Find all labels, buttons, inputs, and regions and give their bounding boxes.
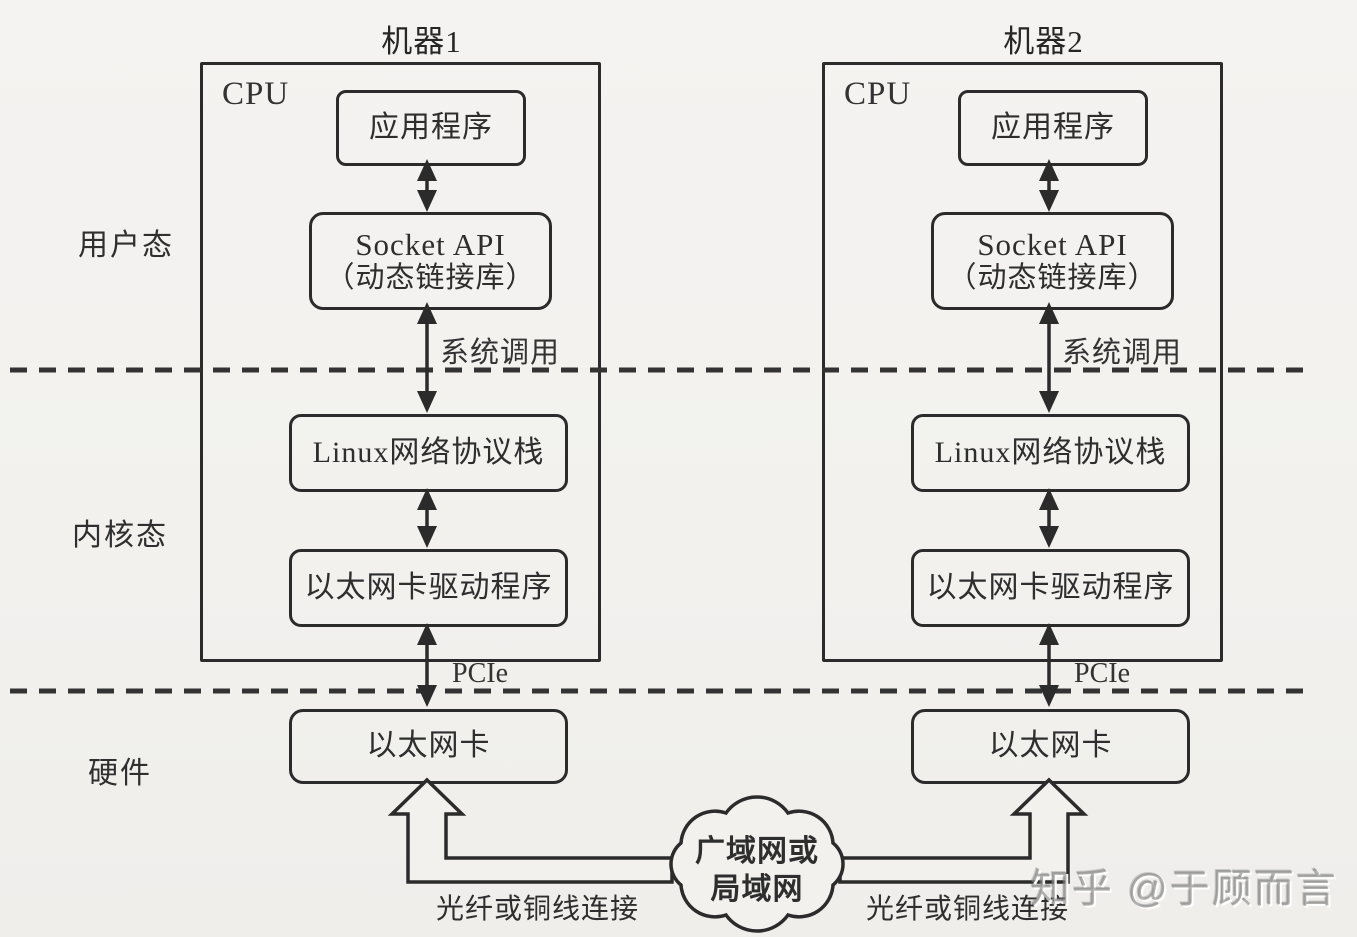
machine-2-arrow-stack-driver	[1039, 488, 1059, 548]
machine-1-syscall-label: 系统调用	[440, 337, 561, 369]
machine-2-title: 机器2	[1003, 24, 1084, 59]
machine-1-arrow-pcie	[417, 623, 437, 707]
machine-2-arrow-syscall	[1039, 302, 1059, 413]
label-kernel-mode: 内核态	[72, 519, 168, 552]
machine-1-nic-label: 以太网卡	[366, 729, 491, 763]
machine-2-link-label: 光纤或铜线连接	[866, 894, 1070, 925]
machine-1-app-label: 应用程序	[369, 110, 493, 144]
cloud-label-line1: 广域网或	[695, 835, 819, 868]
machine-1-protocol-stack-box: Linux网络协议栈	[289, 414, 568, 492]
cloud-label-line2: 局域网	[710, 873, 804, 906]
machine-2-nic-label: 以太网卡	[988, 729, 1113, 763]
machine-2-app-box: 应用程序	[958, 90, 1148, 166]
machine-2-cpu-box	[822, 62, 1223, 662]
machine-1-network-link-arrow	[387, 777, 674, 884]
label-user-mode: 用户态	[78, 229, 174, 262]
watermark: 知乎 @于顾而言	[1030, 867, 1338, 911]
machine-2-pcie-label: PCIe	[1074, 658, 1130, 689]
machine-1-cpu-label: CPU	[222, 76, 290, 112]
machine-2-protocol-stack-box: Linux网络协议栈	[911, 414, 1190, 492]
machine-1-socket-api-box: Socket API （动态链接库）	[309, 212, 552, 310]
machine-1-socket-api-line1: Socket API	[355, 226, 506, 262]
machine-1-pcie-label: PCIe	[452, 658, 508, 689]
cloud-label: 广域网或 局域网	[657, 833, 857, 909]
machine-1-link-label: 光纤或铜线连接	[436, 894, 640, 925]
machine-2-app-label: 应用程序	[991, 110, 1115, 144]
machine-1-arrow-stack-driver	[417, 488, 437, 548]
machine-2-arrow-pcie	[1039, 623, 1059, 707]
machine-1-socket-api-line2: （动态链接库）	[325, 262, 536, 295]
machine-2-cpu-label: CPU	[844, 76, 912, 112]
machine-1-nic-driver-label: 以太网卡驱动程序	[304, 570, 553, 604]
machine-1-cpu-box	[200, 62, 601, 662]
machine-1-title: 机器1	[381, 24, 462, 59]
machine-1-app-box: 应用程序	[336, 90, 526, 166]
machine-2-socket-api-box: Socket API （动态链接库）	[931, 212, 1174, 310]
machine-1-protocol-stack-label: Linux网络协议栈	[312, 435, 545, 469]
machine-2-nic-driver-label: 以太网卡驱动程序	[926, 570, 1175, 604]
machine-2-nic-driver-box: 以太网卡驱动程序	[911, 549, 1190, 627]
network-cloud	[669, 795, 845, 933]
machine-1-arrow-app-socket	[417, 159, 437, 212]
machine-1-arrow-syscall	[417, 302, 437, 413]
machine-2-syscall-label: 系统调用	[1062, 337, 1183, 369]
machine-2-protocol-stack-label: Linux网络协议栈	[934, 435, 1167, 469]
machine-1-nic-driver-box: 以太网卡驱动程序	[289, 549, 568, 627]
machine-2-arrow-app-socket	[1039, 159, 1059, 212]
label-hardware: 硬件	[88, 757, 152, 790]
machine-1: 机器1 CPU 应用程序 Socket API （动态链接库） 系统调用 Lin…	[200, 24, 601, 784]
machine-2-socket-api-line2: （动态链接库）	[947, 262, 1158, 295]
machine-2-socket-api-line1: Socket API	[977, 226, 1128, 262]
